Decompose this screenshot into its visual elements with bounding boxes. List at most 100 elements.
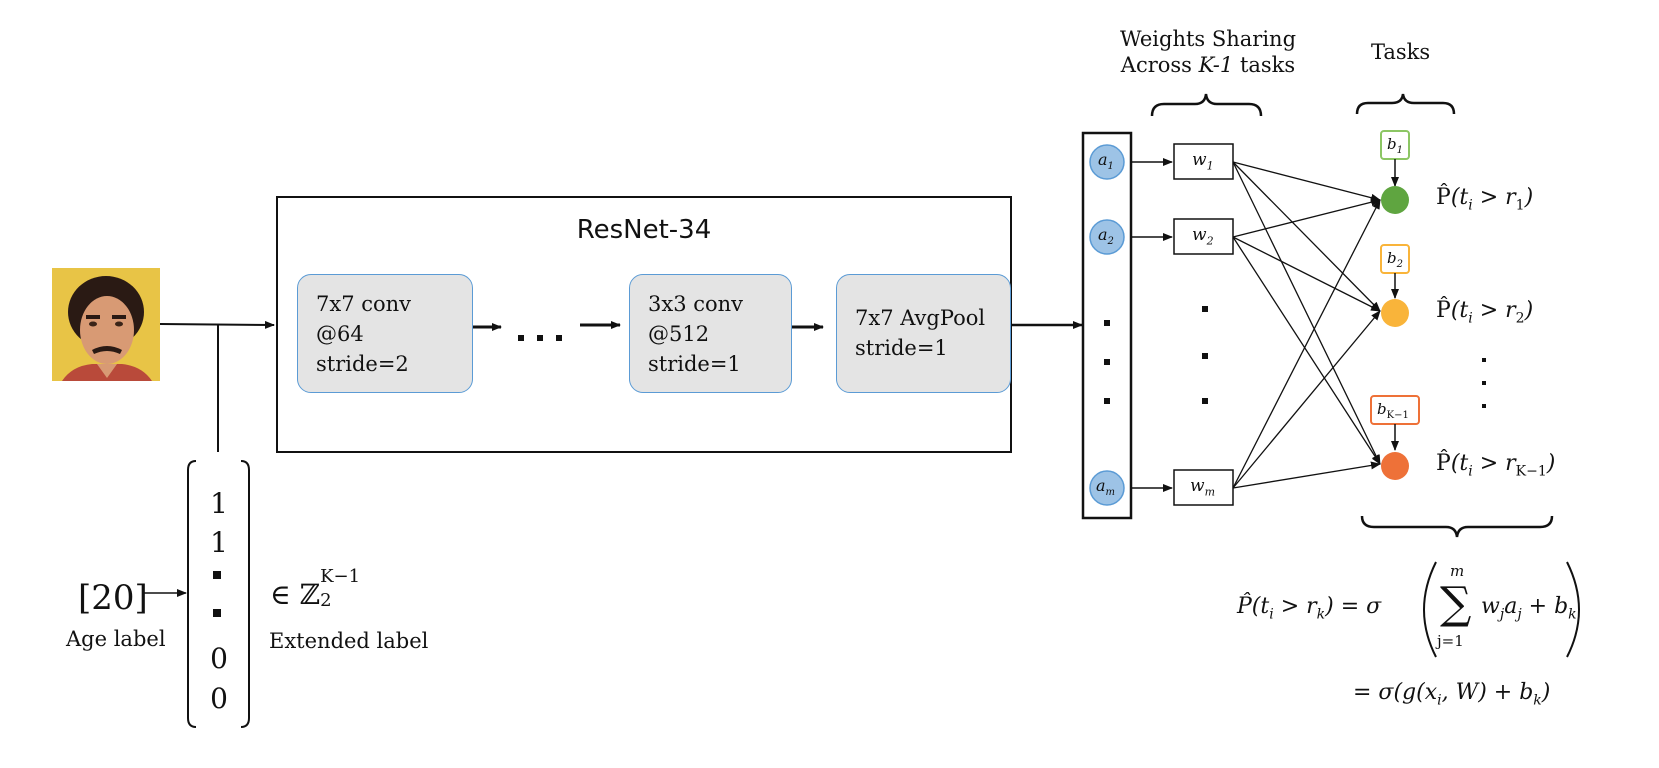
layer-line: 7x7 conv: [316, 292, 412, 316]
extended-set-symbol: ∈ ℤ: [270, 578, 321, 611]
sum-top: m: [1450, 562, 1465, 580]
feature-node-am: [1089, 470, 1125, 506]
feature-label-a2: a2: [1098, 225, 1114, 247]
sum-body-w: w: [1481, 594, 1500, 619]
feature-node-a1: [1089, 144, 1125, 180]
task-dot-3: [1482, 404, 1486, 408]
task-label-r: 1: [1515, 197, 1525, 214]
feature-base: a: [1098, 150, 1108, 169]
weights-line-2-pre: Across: [1120, 53, 1199, 77]
task-dot-2: [1482, 381, 1486, 385]
sum-body-aj: j: [1517, 606, 1522, 623]
weight-box-w2: [1173, 218, 1234, 255]
weight-sub: m: [1204, 485, 1215, 499]
task-label-rest: > r: [1472, 185, 1516, 210]
feature-dot-3: [1104, 398, 1110, 404]
feature-node-a2: [1089, 219, 1125, 255]
task-label-i: i: [1468, 310, 1473, 327]
bias-sub: K−1: [1386, 410, 1409, 421]
weights-brace: [1150, 93, 1263, 117]
vector-dot-2: [213, 609, 221, 617]
layer-line: stride=1: [855, 336, 948, 360]
formula-left-paren: [1423, 561, 1437, 658]
bias-label-2: b2: [1387, 249, 1403, 270]
layer-line: @512: [648, 322, 710, 346]
weight-label-wm: wm: [1190, 476, 1215, 498]
formula-lhs-i: i: [1269, 606, 1274, 623]
tasks-label: Tasks: [1371, 40, 1431, 64]
weight-sub: 1: [1206, 159, 1214, 173]
layer-conv3x3: 3x3 conv @512 stride=1: [629, 274, 792, 393]
weight-box-w1: [1173, 143, 1234, 180]
age-caption: Age label: [66, 627, 166, 651]
formula-line2-main: = σ(g(x: [1353, 680, 1438, 705]
bias-base: b: [1387, 135, 1397, 153]
task-node-2: [1381, 299, 1409, 327]
task-dot-1: [1482, 358, 1486, 362]
vector-entry: 0: [210, 642, 228, 675]
feature-dot-2: [1104, 359, 1110, 365]
formula-line2-rest: , W) + b: [1441, 680, 1534, 705]
bias-base: b: [1377, 400, 1387, 418]
p-hat: P̂: [1436, 298, 1451, 323]
task-node-k: [1381, 452, 1409, 480]
weight-dot-3: [1202, 398, 1208, 404]
weight-label-w1: w1: [1192, 150, 1214, 172]
feature-sub: m: [1105, 487, 1116, 499]
formula-line2-i: i: [1437, 692, 1442, 709]
weight-base: w: [1192, 225, 1207, 245]
resnet-dot-3: [556, 335, 562, 341]
resnet-dot-2: [537, 335, 543, 341]
task-node-1: [1381, 186, 1409, 214]
formula-line-1-lhs: P̂(ti > rk) = σ: [1237, 594, 1381, 622]
task-label-i: i: [1468, 463, 1473, 480]
layer-avgpool: 7x7 AvgPool stride=1: [836, 274, 1011, 393]
vector-entry: 1: [210, 487, 228, 520]
formula-line-2: = σ(g(xi, W) + bk): [1353, 680, 1550, 708]
sum-body-wj: j: [1499, 606, 1505, 623]
formula-lhs-k: k: [1316, 606, 1326, 623]
face-photo: [52, 268, 160, 381]
weight-dot-2: [1202, 353, 1208, 359]
extended-caption: Extended label: [269, 629, 429, 653]
task-label-end: ): [1524, 185, 1534, 210]
feature-base: a: [1096, 476, 1106, 495]
feature-sub: 2: [1107, 236, 1114, 248]
resnet-block: [276, 196, 1012, 453]
sum-body-a: a: [1504, 594, 1518, 619]
extended-set-sub: 2: [320, 590, 332, 611]
task-label-r: 2: [1515, 310, 1525, 327]
sum-body-k: k: [1568, 606, 1577, 623]
weight-base: w: [1192, 150, 1207, 170]
task-output-k: P̂(ti > rK−1): [1436, 451, 1555, 479]
extended-set: ∈ ℤ K−1 2: [270, 566, 360, 611]
task-output-2: P̂(ti > r2): [1436, 298, 1533, 326]
task-label-main: (t: [1450, 451, 1469, 476]
weights-line-2: Across K-1 tasks: [1116, 52, 1300, 78]
layer-line: @64: [316, 322, 364, 346]
vector-right-bracket: [240, 460, 250, 728]
p-hat: P̂: [1436, 451, 1451, 476]
vector-entry: 1: [210, 526, 228, 559]
formula-line2-k: k: [1533, 692, 1542, 709]
vector-entry: 0: [210, 682, 228, 715]
task-label-r: K−1: [1515, 463, 1547, 480]
formula-right-paren: [1566, 561, 1580, 658]
resnet-title: ResNet-34: [576, 215, 712, 245]
bias-sub: 2: [1396, 259, 1403, 270]
extended-set-sup: K−1: [320, 566, 361, 587]
task-output-1: P̂(ti > r1): [1436, 185, 1533, 213]
formula-lhs-mid: > r: [1273, 594, 1317, 619]
feature-base: a: [1098, 225, 1108, 244]
formula-lhs: P̂(t: [1237, 594, 1270, 619]
layer-line: stride=2: [316, 352, 409, 376]
sum-bottom: j=1: [1437, 632, 1464, 650]
vector-dot-1: [213, 571, 221, 579]
weight-sub: 2: [1206, 234, 1214, 248]
layer-conv7x7: 7x7 conv @64 stride=2: [297, 274, 473, 393]
task-label-end: ): [1524, 298, 1534, 323]
feature-label-am: am: [1096, 476, 1115, 498]
sum-body: wjaj + bk: [1481, 594, 1577, 622]
feature-column: [1081, 131, 1133, 520]
bias-label-k: bK−1: [1377, 400, 1409, 421]
